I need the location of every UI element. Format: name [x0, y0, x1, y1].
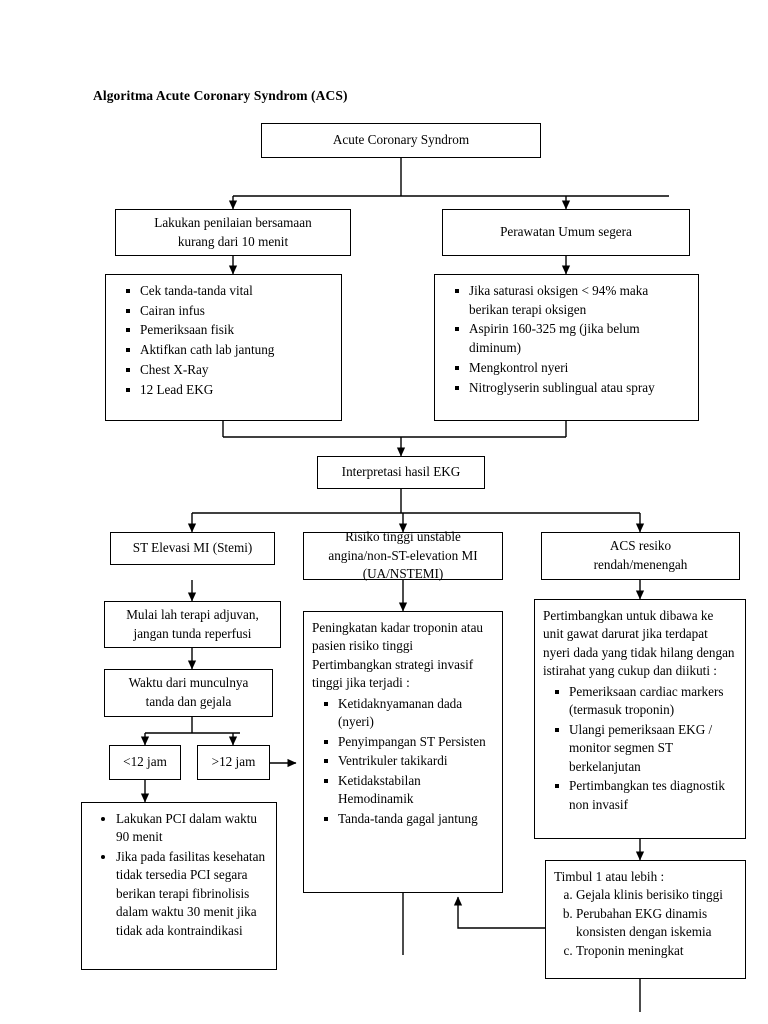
list-item: Tanda-tanda gagal jantung: [324, 810, 494, 828]
node-label: <12 jam: [123, 754, 167, 770]
list-item: Gejala klinis berisiko tinggi: [576, 886, 737, 904]
node-label: ST Elevasi MI (Stemi): [132, 540, 253, 556]
list-item: Troponin meningkat: [576, 942, 737, 960]
list-item: Nitroglyserin sublingual atau spray: [455, 379, 690, 398]
list-item: Pemeriksaan fisik: [126, 321, 333, 340]
node-label-line1: Risiko tinggi unstable: [345, 528, 461, 544]
node-pci-actions[interactable]: Lakukan PCI dalam waktu 90 menit Jika pa…: [81, 802, 277, 970]
troponin-intro-1: Peningkatan kadar troponin atau pasien r…: [312, 620, 484, 654]
node-troponin-strategy[interactable]: Peningkatan kadar troponin atau pasien r…: [303, 611, 503, 893]
node-label-line1: Mulai lah terapi adjuvan,: [126, 606, 259, 622]
node-label-line2: tanda dan gejala: [145, 694, 232, 709]
criteria-list: Gejala klinis berisiko tinggi Perubahan …: [554, 886, 737, 960]
node-under-12-jam[interactable]: <12 jam: [109, 745, 181, 780]
list-item: Cek tanda-tanda vital: [126, 282, 333, 301]
node-assessment[interactable]: Lakukan penilaian bersamaan kurang dari …: [115, 209, 351, 256]
list-item: Pemeriksaan cardiac markers (termasuk tr…: [555, 683, 737, 720]
edge-criteria-troponin: [453, 896, 545, 929]
node-label: >12 jam: [211, 754, 256, 770]
list-item: Ketidaknyamanan dada (nyeri): [324, 695, 494, 732]
node-label: Perawatan Umum segera: [500, 224, 632, 240]
list-item: Aspirin 160-325 mg (jika belum diminum): [455, 320, 690, 357]
node-criteria[interactable]: Timbul 1 atau lebih : Gejala klinis beri…: [545, 860, 746, 979]
node-label: Interpretasi hasil EKG: [341, 464, 461, 480]
assessment-items-list: Cek tanda-tanda vital Cairan infus Pemer…: [114, 282, 333, 399]
node-over-12-jam[interactable]: >12 jam: [197, 745, 270, 780]
list-item: Ulangi pemeriksaan EKG / monitor segmen …: [555, 721, 737, 776]
node-branch-stemi[interactable]: ST Elevasi MI (Stemi): [110, 532, 275, 565]
list-item: Perubahan EKG dinamis konsisten dengan i…: [576, 905, 737, 942]
node-ekg-interpretation[interactable]: Interpretasi hasil EKG: [317, 456, 485, 489]
node-label-line1: Lakukan penilaian bersamaan: [154, 214, 312, 230]
node-label-line1: ACS resiko: [609, 538, 672, 554]
troponin-criteria-list: Ketidaknyamanan dada (nyeri) Penyimpanga…: [312, 695, 494, 828]
node-label-line2: kurang dari 10 menit: [177, 233, 289, 249]
node-label-line2: angina/non-ST-elevation MI: [328, 547, 478, 563]
node-onset-time[interactable]: Waktu dari munculnya tanda dan gejala: [104, 669, 273, 717]
criteria-intro: Timbul 1 atau lebih :: [554, 869, 665, 884]
node-label: Acute Coronary Syndrom: [332, 132, 470, 148]
list-item: Chest X-Ray: [126, 361, 333, 380]
list-item: Jika pada fasilitas kesehatan tidak ters…: [116, 848, 268, 940]
node-branch-low-risk[interactable]: ACS resiko rendah/menengah: [541, 532, 740, 580]
consider-ed-intro: Pertimbangkan untuk dibawa ke unit gawat…: [543, 608, 735, 679]
node-assessment-items[interactable]: Cek tanda-tanda vital Cairan infus Pemer…: [105, 274, 342, 421]
node-label-line3: (UA/NSTEMI): [362, 566, 444, 582]
node-label-line1: Waktu dari munculnya: [128, 675, 249, 691]
node-consider-emergency[interactable]: Pertimbangkan untuk dibawa ke unit gawat…: [534, 599, 746, 839]
node-label-line2: jangan tunda reperfusi: [133, 625, 252, 641]
list-item: Pertimbangkan tes diagnostik non invasif: [555, 777, 737, 814]
list-item: Ketidakstabilan Hemodinamik: [324, 772, 494, 809]
node-label-line2: rendah/menengah: [593, 557, 688, 572]
pci-actions-list: Lakukan PCI dalam waktu 90 menit Jika pa…: [90, 810, 268, 940]
list-item: Cairan infus: [126, 302, 333, 321]
troponin-intro-2: Pertimbangkan strategi invasif tinggi ji…: [312, 656, 474, 691]
node-adjuvant-therapy[interactable]: Mulai lah terapi adjuvan, jangan tunda r…: [104, 601, 281, 648]
page-title: Algoritma Acute Coronary Syndrom (ACS): [93, 88, 348, 103]
node-general-care-items[interactable]: Jika saturasi oksigen < 94% maka berikan…: [434, 274, 699, 421]
node-general-care[interactable]: Perawatan Umum segera: [442, 209, 690, 256]
list-item: Jika saturasi oksigen < 94% maka berikan…: [455, 282, 690, 319]
list-item: Mengkontrol nyeri: [455, 359, 690, 378]
general-care-items-list: Jika saturasi oksigen < 94% maka berikan…: [443, 282, 690, 397]
consider-ed-list: Pemeriksaan cardiac markers (termasuk tr…: [543, 683, 737, 814]
node-branch-nstemi[interactable]: Risiko tinggi unstable angina/non-ST-ele…: [303, 529, 503, 581]
list-item: Aktifkan cath lab jantung: [126, 341, 333, 360]
list-item: Lakukan PCI dalam waktu 90 menit: [116, 810, 268, 847]
list-item: Ventrikuler takikardi: [324, 752, 494, 770]
list-item: Penyimpangan ST Persisten: [324, 733, 494, 751]
node-acute-coronary-syndrom[interactable]: Acute Coronary Syndrom: [261, 123, 541, 158]
list-item: 12 Lead EKG: [126, 381, 333, 400]
